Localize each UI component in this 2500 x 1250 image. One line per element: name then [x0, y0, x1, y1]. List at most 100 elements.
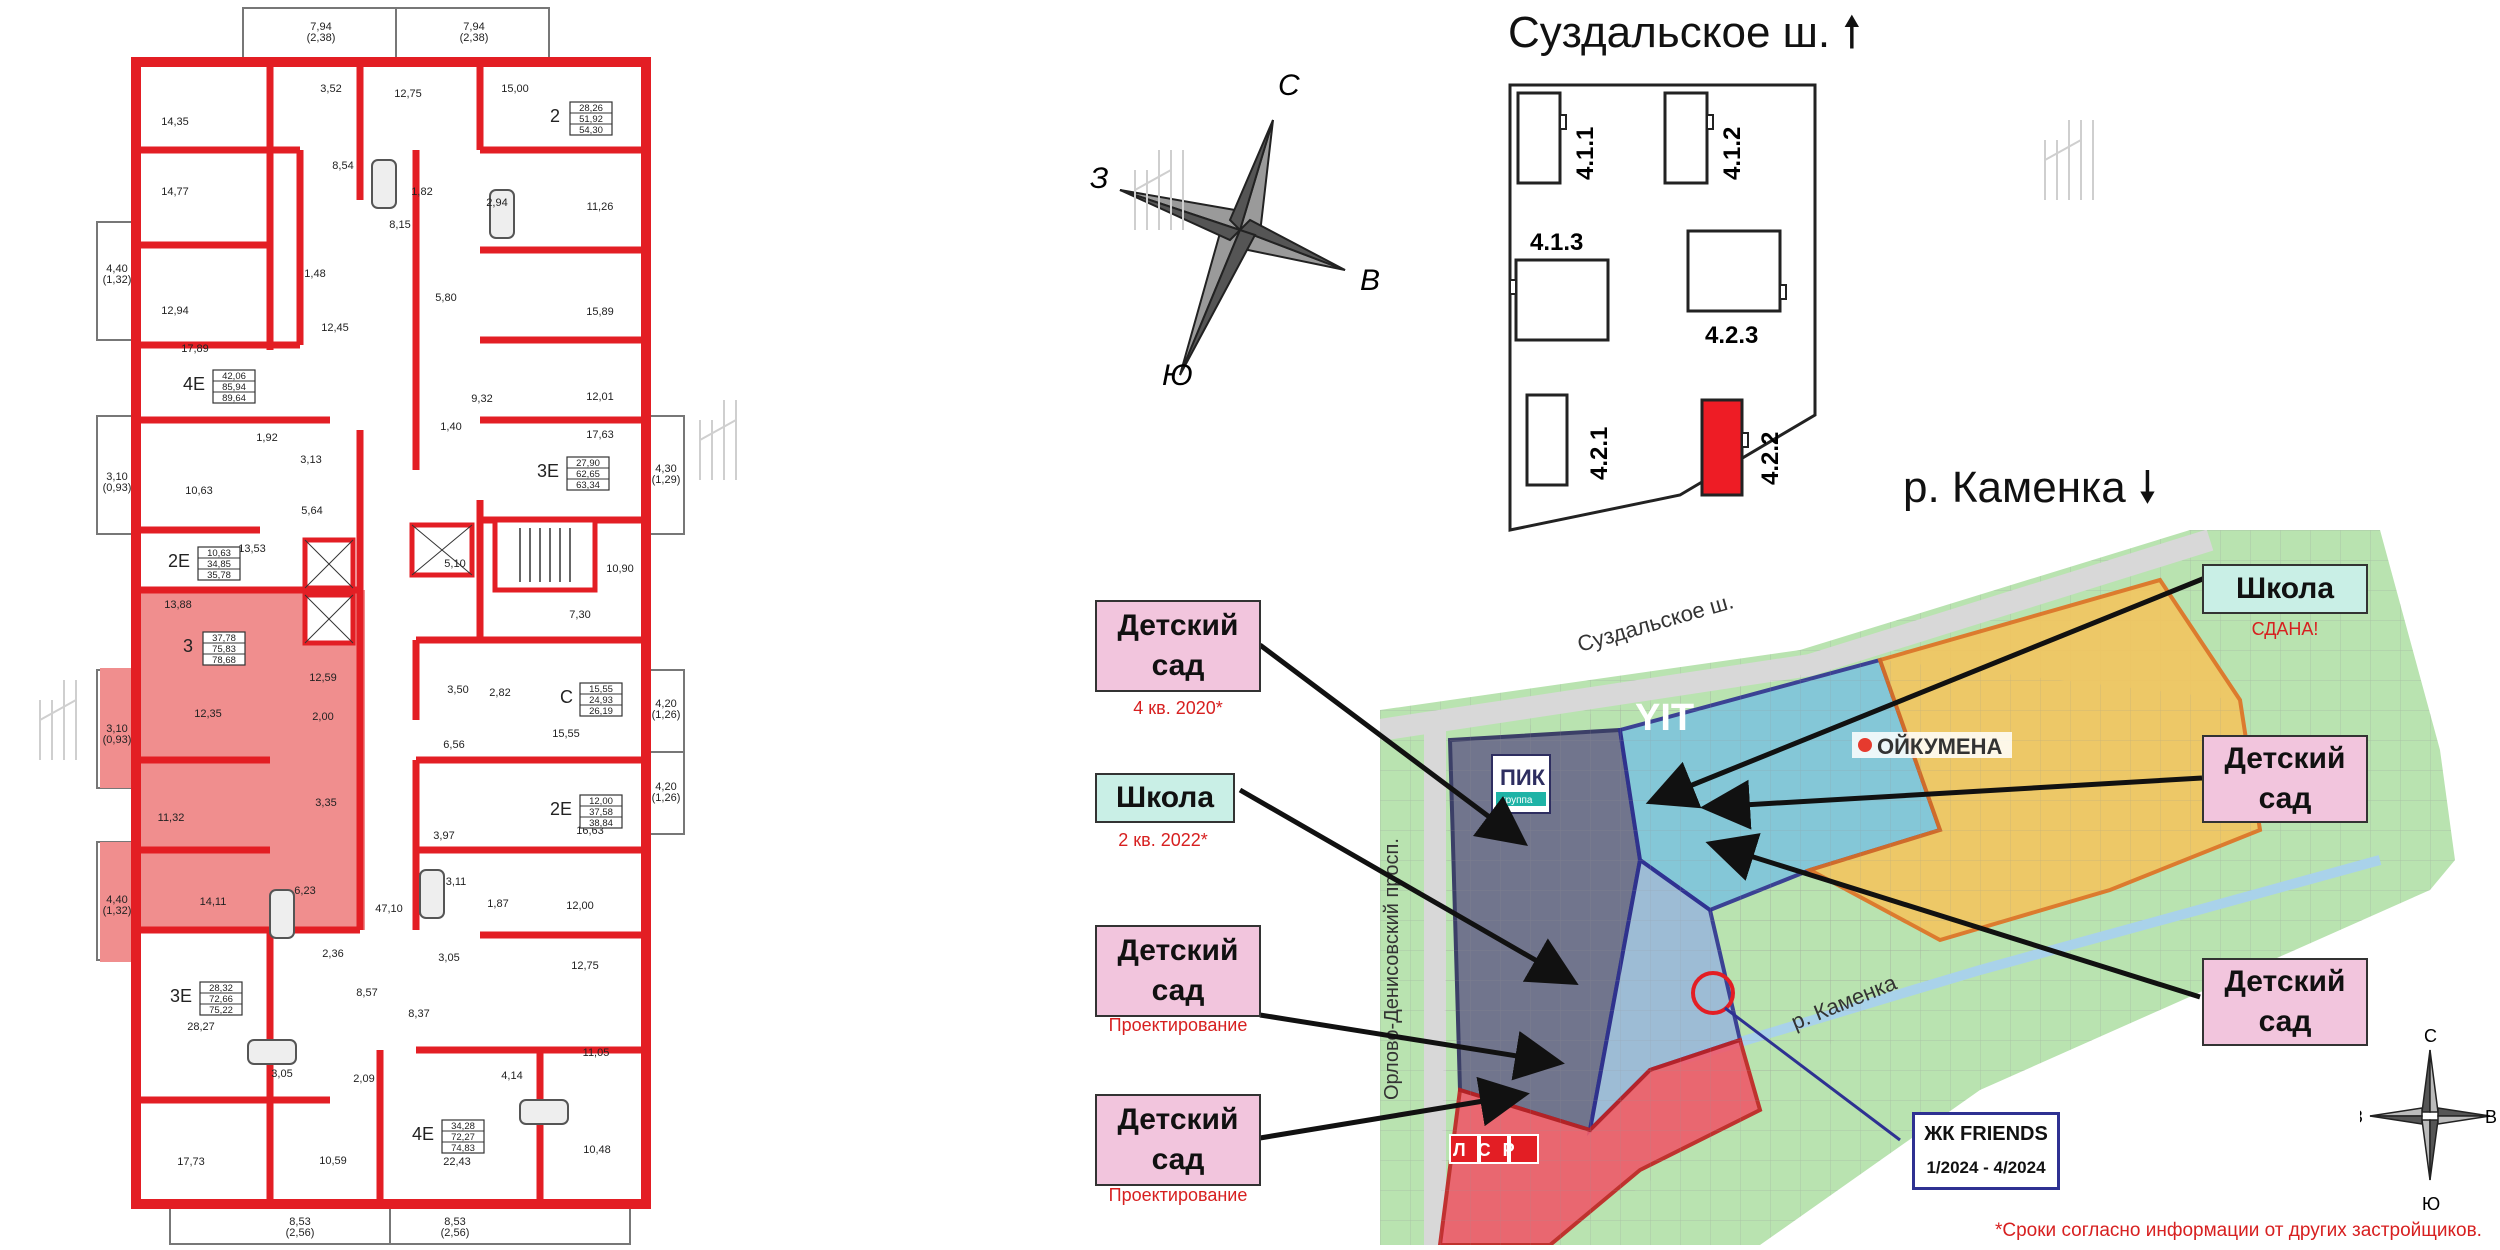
apartment-area-value: 34,85 [207, 559, 231, 570]
apartment-type: 2 [550, 106, 560, 126]
svg-text:ЛСР: ЛСР [1453, 1140, 1527, 1160]
balcony-sub: (2,38) [307, 32, 336, 44]
map-road-label-2: Орлово-Денисовский просп. [1381, 838, 1403, 1100]
compass-east: В [1360, 264, 1380, 297]
balcony-sub: (1,29) [652, 474, 681, 486]
arrow-down-icon: 🠗 [2137, 463, 2157, 512]
callout-school-2: Школа [2202, 564, 2368, 614]
apartment-type: 3Е [537, 461, 559, 481]
room-area-label: 12,45 [321, 322, 349, 334]
balcony-labels: 7,94(2,38)7,94(2,38)4,40(1,32)3,10(0,93)… [103, 21, 681, 1239]
callout-kindergarten-1: Детский сад [1095, 600, 1261, 692]
river-title-text: р. Каменка [1903, 463, 2126, 512]
watermark-logos [39, 400, 737, 760]
apartment-area-value: 42,06 [222, 371, 246, 382]
room-area-label: 13,53 [238, 543, 266, 555]
building-label-4-2-2: 4.2.2 [1757, 432, 1784, 485]
apartment-type: 3 [183, 636, 193, 656]
callout-kindergarten-2-note: Проектирование [1108, 1015, 1248, 1035]
room-area-label: 15,89 [586, 306, 614, 318]
room-area-label: 10,90 [606, 563, 634, 575]
room-area-label: 1,48 [304, 268, 325, 280]
apartment-area-value: 85,94 [222, 382, 246, 393]
balcony-sub: (0,93) [103, 734, 132, 746]
room-area-label: 13,88 [164, 599, 192, 611]
apartment-type: 3Е [170, 986, 192, 1006]
road-title: Суздальское ш. 🠕 [1508, 0, 1861, 75]
apartment-area-value: 26,19 [589, 706, 613, 717]
apartment-area-value: 27,90 [576, 458, 600, 469]
room-area-label: 10,59 [319, 1155, 347, 1167]
apartment-area-value: 72,66 [209, 994, 233, 1005]
room-area-label: 8,57 [356, 987, 377, 999]
room-area-label: 3,52 [320, 83, 341, 95]
callout-friends: ЖК FRIENDS 1/2024 - 4/2024 [1912, 1112, 2060, 1190]
balcony-right-1 [647, 415, 685, 535]
arrow-up-icon: 🠕 [1842, 8, 1862, 57]
balcony-area: 3,10 [106, 471, 127, 483]
room-area-label: 17,63 [586, 429, 614, 441]
callout-school-1-title: Школа [1115, 781, 1215, 814]
room-area-label: 28,27 [187, 1021, 215, 1033]
apartment-area-value: 12,00 [589, 796, 613, 807]
apartment-area-value: 37,58 [589, 807, 613, 818]
callout-kindergarten-2: Детский сад [1095, 925, 1261, 1017]
footnote: *Сроки согласно информации от других зас… [1995, 1220, 2482, 1241]
balcony-area: 8,53 [444, 1216, 465, 1228]
room-area-label: 14,35 [161, 116, 189, 128]
room-area-label: 14,11 [200, 896, 227, 908]
river-title: р. Каменка 🠗 [1903, 455, 2157, 530]
balcony-top-right [395, 7, 550, 66]
brand-lsr-logo: ЛСР [1449, 1134, 1539, 1164]
room-area-label: 8,37 [408, 1008, 429, 1020]
apartment-area-value: 74,83 [451, 1143, 475, 1154]
room-area-label: 1,40 [440, 421, 461, 433]
apartment-area-value: 38,84 [589, 818, 613, 829]
callout-kindergarten-2-title: Детский сад [1117, 934, 1239, 1007]
room-area-label: 3,13 [300, 454, 321, 466]
room-area-label: 6,56 [443, 739, 464, 751]
callout-friends-dates: 1/2024 - 4/2024 [1926, 1158, 2046, 1177]
compass-small-west: З [2360, 1107, 2363, 1127]
balcony-area: 4,30 [655, 463, 676, 475]
room-area-label: 11,32 [158, 812, 185, 824]
room-area-label: 7,30 [569, 609, 590, 621]
apartment-area-value: 10,63 [207, 548, 231, 559]
elevator-shafts [302, 522, 475, 646]
callout-kindergarten-3-note: Проектирование [1108, 1185, 1248, 1205]
apartment-type: С [560, 687, 573, 707]
callout-school-2-title: Школа [2235, 572, 2335, 605]
callout-school-1: Школа [1095, 773, 1235, 823]
balcony-area: 7,94 [310, 21, 331, 33]
apartment-area-value: 51,92 [579, 114, 603, 125]
watermark-logo-right [2044, 120, 2094, 200]
bathtubs [247, 159, 569, 1125]
compass-small: С З В Ю [2360, 1026, 2497, 1214]
room-area-label: 12,59 [309, 672, 337, 684]
callout-kindergarten-4-title: Детский сад [2224, 742, 2346, 815]
apartment-area-value: 28,32 [209, 983, 233, 994]
room-area-label: 3,11 [446, 876, 467, 888]
building-label-4-2-1: 4.2.1 [1586, 427, 1613, 480]
balcony-sub: (2,38) [460, 32, 489, 44]
room-area-label: 12,75 [571, 960, 599, 972]
callout-school-2-note: СДАНА! [2251, 619, 2319, 639]
room-area-label: 5,80 [435, 292, 456, 304]
balcony-area: 4,20 [655, 698, 676, 710]
building-label-4-1-3: 4.1.3 [1530, 229, 1583, 256]
balcony-sub: (0,93) [103, 482, 132, 494]
brand-pik-sub: группа [1502, 795, 1533, 806]
partition-walls [136, 62, 646, 1204]
room-area-label: 6,23 [294, 885, 315, 897]
apartment-area-value: 63,34 [576, 480, 600, 491]
balcony-area: 3,10 [106, 723, 127, 735]
building-outline [131, 57, 651, 1209]
room-area-label: 2,09 [353, 1073, 374, 1085]
apartment-area-value: 78,68 [212, 655, 236, 666]
balcony-sub: (1,26) [652, 709, 681, 721]
